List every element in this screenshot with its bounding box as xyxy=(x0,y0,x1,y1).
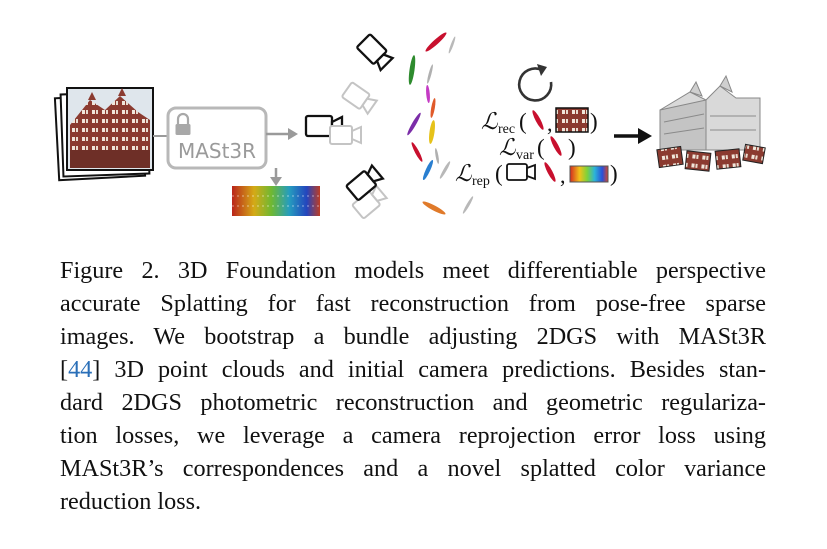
splat xyxy=(424,31,448,53)
splat xyxy=(407,55,416,85)
splat xyxy=(439,161,452,180)
camera-top-icon xyxy=(357,34,394,71)
photo-thumbnail-icon xyxy=(556,108,588,132)
splat xyxy=(428,120,436,144)
splat xyxy=(425,85,430,103)
figure-caption: Figure 2. 3D Foundation models meet diff… xyxy=(60,254,766,518)
caption-line-with-ref: [44] 3D point clouds and initial camera … xyxy=(60,353,766,386)
camera-top-ghost-icon xyxy=(342,82,378,115)
splat xyxy=(434,148,440,164)
caption-line: dard 2DGS photometric reconstruction and… xyxy=(60,386,766,419)
splat xyxy=(426,64,434,84)
model-label: MASt3R xyxy=(178,139,256,163)
caption-line: accurate Splatting for fast reconstructi… xyxy=(60,287,766,320)
splat xyxy=(429,98,436,118)
loss-symbol: ℒ xyxy=(481,109,498,134)
loss-subscript: var xyxy=(516,148,534,163)
loss-subscript: rep xyxy=(472,174,490,189)
mast3r-model-box: MASt3R xyxy=(168,108,266,168)
refresh-icon xyxy=(519,64,551,100)
svg-text:): ) xyxy=(568,135,576,160)
input-image-stack xyxy=(55,88,153,180)
loss-symbol: ℒ xyxy=(455,161,472,186)
splat xyxy=(462,196,475,215)
point-cloud-map xyxy=(232,186,320,216)
loss-rec: ℒ rec ( , ) xyxy=(481,108,598,137)
caption-line: Figure 2. 3D Foundation models meet diff… xyxy=(60,254,766,287)
gaussian-splats xyxy=(406,31,475,217)
svg-text:): ) xyxy=(610,161,618,186)
building-photo xyxy=(67,88,153,170)
svg-text:,: , xyxy=(547,111,553,136)
splat xyxy=(421,159,434,181)
output-arrow xyxy=(614,128,652,144)
ref-bracket-close: ] xyxy=(92,356,100,383)
caption-line: images. We bootstrap a bundle adjusting … xyxy=(60,320,766,353)
caption-line: reduction loss. xyxy=(60,485,766,518)
svg-text:,: , xyxy=(560,163,566,188)
reconstructed-building-model xyxy=(657,76,765,171)
splat xyxy=(421,200,446,217)
loss-symbol: ℒ xyxy=(499,135,516,160)
point-cloud-thumbnail-icon xyxy=(570,166,608,182)
splat xyxy=(448,36,457,54)
splat-red-icon xyxy=(531,109,546,131)
svg-text:(: ( xyxy=(519,109,527,134)
loss-var: ℒ var ( ) xyxy=(499,135,576,163)
camera-ghost-icon xyxy=(330,126,361,144)
splat xyxy=(410,141,424,162)
citation-link[interactable]: 44 xyxy=(68,356,92,383)
svg-text:(: ( xyxy=(537,135,545,160)
splat-red-icon xyxy=(543,161,558,183)
gray-arrow-right xyxy=(266,128,298,140)
loss-rep: ℒ rep ( , ) xyxy=(455,161,618,189)
svg-text:): ) xyxy=(590,109,598,134)
splat xyxy=(406,112,422,137)
svg-text:(: ( xyxy=(495,161,503,186)
caption-line: MASt3R’s correspondences and a novel spl… xyxy=(60,452,766,485)
camera-small-icon xyxy=(507,164,535,180)
caption-line: tion losses, we leverage a camera reproj… xyxy=(60,419,766,452)
gray-arrow-down xyxy=(270,168,282,186)
ref-bracket-open: [ xyxy=(60,356,68,383)
splat-red-icon xyxy=(549,135,564,157)
method-overview-figure: MASt3R xyxy=(0,0,827,235)
caption-line: 3D point clouds and initial camera predi… xyxy=(114,356,766,383)
